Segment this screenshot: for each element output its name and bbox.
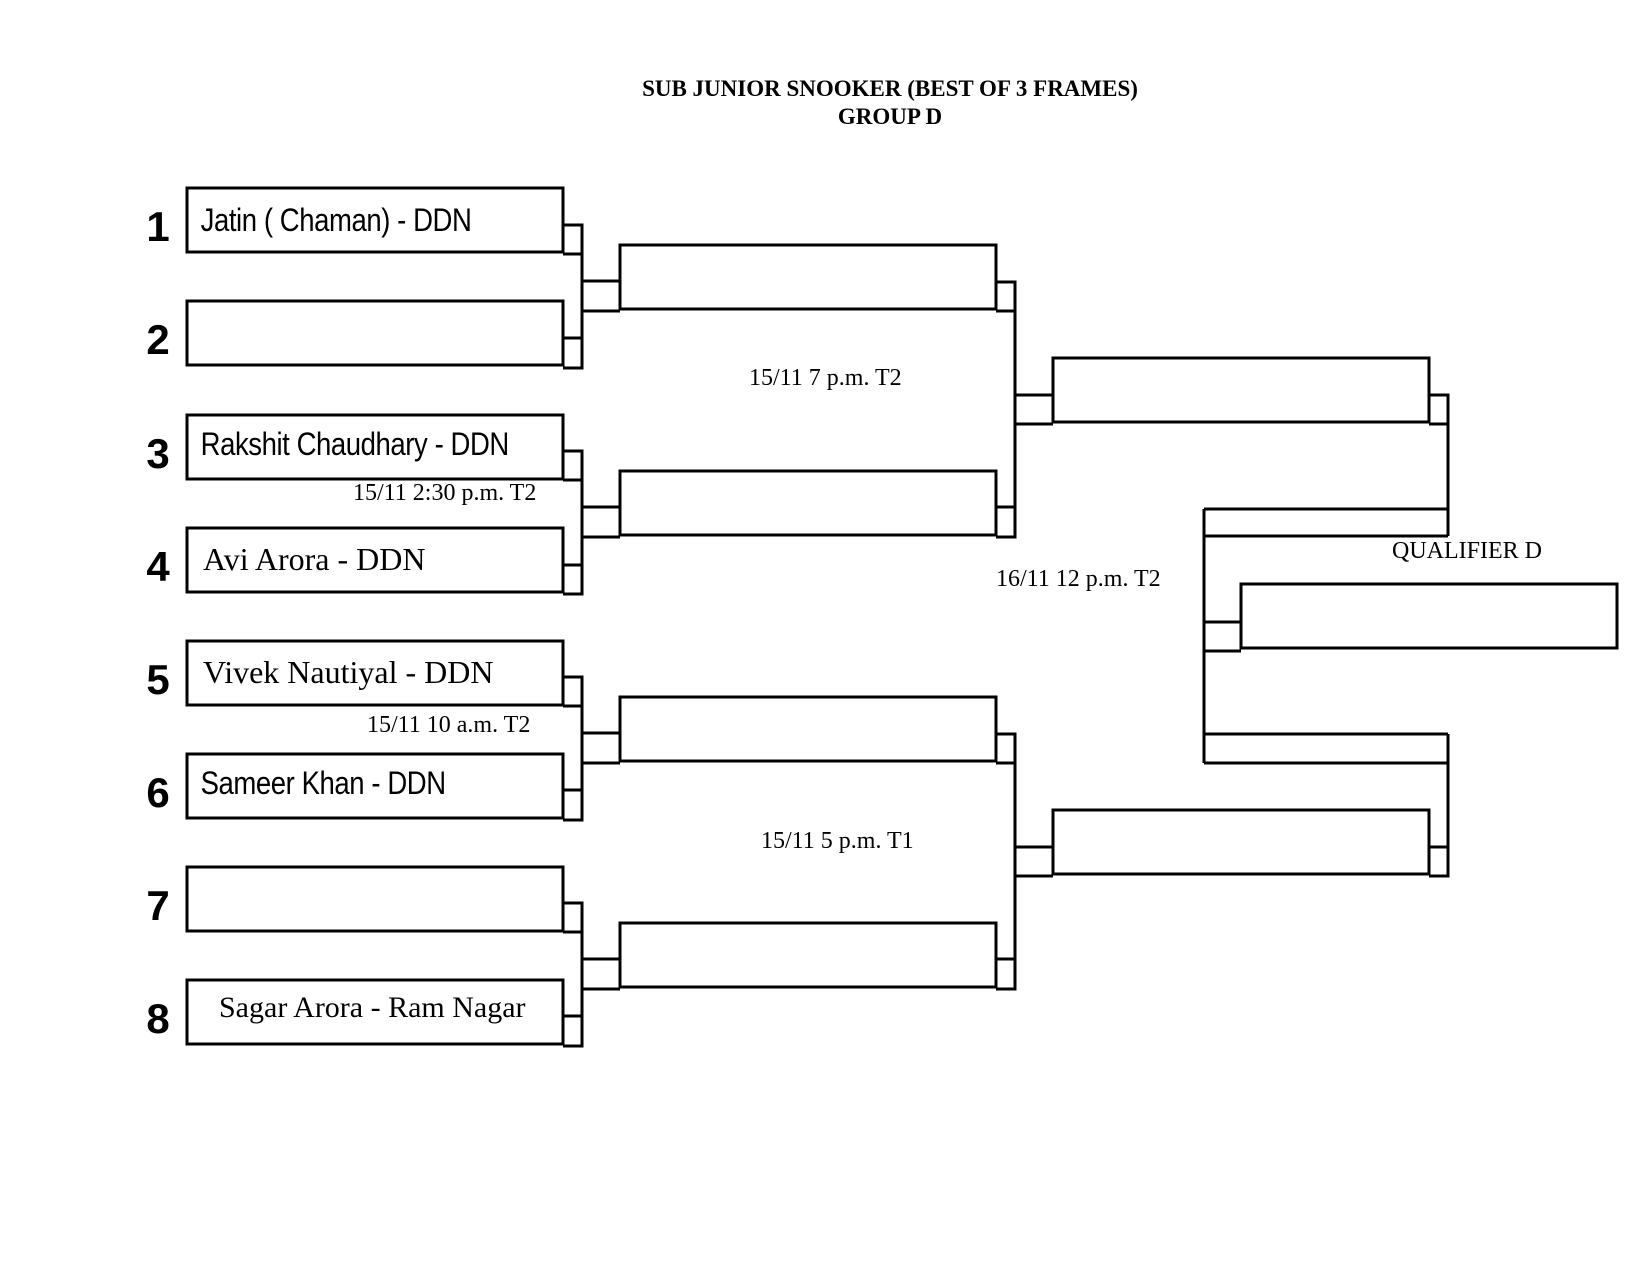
player-slot-3 (185, 413, 565, 481)
player-slot-2 (185, 299, 565, 367)
bracket-title: SUB JUNIOR SNOOKER (BEST OF 3 FRAMES) (642, 76, 1138, 101)
seed-number: 4 (146, 543, 170, 590)
player-name-6: Sameer Khan - DDN (200, 764, 446, 801)
match-time-final: 16/11 12 p.m. T2 (996, 566, 1161, 592)
join-qf-4 (582, 957, 620, 991)
player-slot-6 (185, 752, 565, 820)
connector-sf-bottom (1429, 845, 1450, 878)
player-slot-8 (185, 978, 565, 1046)
player-name-2 (186, 301, 509, 365)
final-bottom-lines (1204, 732, 1448, 765)
join-sf-1 (1015, 393, 1053, 426)
connector-r1-d (563, 901, 584, 1048)
seed-number: 1 (146, 203, 170, 250)
seed-number: 8 (146, 995, 170, 1042)
qf-slot-3 (618, 695, 998, 763)
match-time-5-6: 15/11 10 a.m. T2 (367, 712, 531, 738)
qf-slot-2 (618, 469, 998, 537)
player-name-5: Vivek Nautiyal - DDN (203, 653, 494, 690)
seed-number: 3 (146, 430, 170, 477)
player-slot-7 (185, 865, 565, 933)
seed-number: 7 (146, 882, 170, 929)
connector-r2-b (996, 732, 1017, 991)
connector-r1-a (563, 223, 584, 370)
connector-r1-c (563, 675, 584, 822)
qualifier-slot (1239, 582, 1619, 650)
match-time-semi-top: 15/11 7 p.m. T2 (749, 365, 902, 391)
connector-r1-b (563, 449, 584, 596)
qf-slot-1 (618, 243, 998, 311)
player-slot-1 (185, 186, 565, 254)
qualifier-label: QUALIFIER D (1392, 538, 1542, 564)
seed-number: 5 (146, 656, 170, 703)
connector-r2-a (996, 280, 1017, 539)
join-qf-2 (582, 505, 620, 539)
player-name-3: Rakshit Chaudhary - DDN (200, 425, 510, 462)
player-slot-4 (185, 526, 565, 594)
player-slot-5 (185, 639, 565, 707)
seed-number: 2 (146, 316, 170, 363)
seed-number: 6 (146, 769, 170, 816)
match-time-3-4: 15/11 2:30 p.m. T2 (353, 480, 537, 506)
player-name-7 (186, 867, 509, 931)
player-name-8: Sagar Arora - Ram Nagar (219, 991, 526, 1024)
match-time-semi-bottom: 15/11 5 p.m. T1 (761, 828, 914, 854)
join-qf-1 (582, 279, 620, 313)
group-title: GROUP D (837, 104, 943, 129)
qf-slot-4 (618, 921, 998, 989)
join-sf-2 (1015, 845, 1053, 878)
final-top-lines (1204, 507, 1448, 538)
sf-slot-2 (1051, 808, 1431, 876)
connector-sf-top (1429, 393, 1450, 536)
player-name-1: Jatin ( Chaman) - DDN (200, 201, 472, 238)
join-final (1204, 620, 1241, 653)
join-qf-3 (582, 731, 620, 765)
sf-slot-1 (1051, 356, 1431, 424)
player-name-4: Avi Arora - DDN (203, 540, 426, 577)
